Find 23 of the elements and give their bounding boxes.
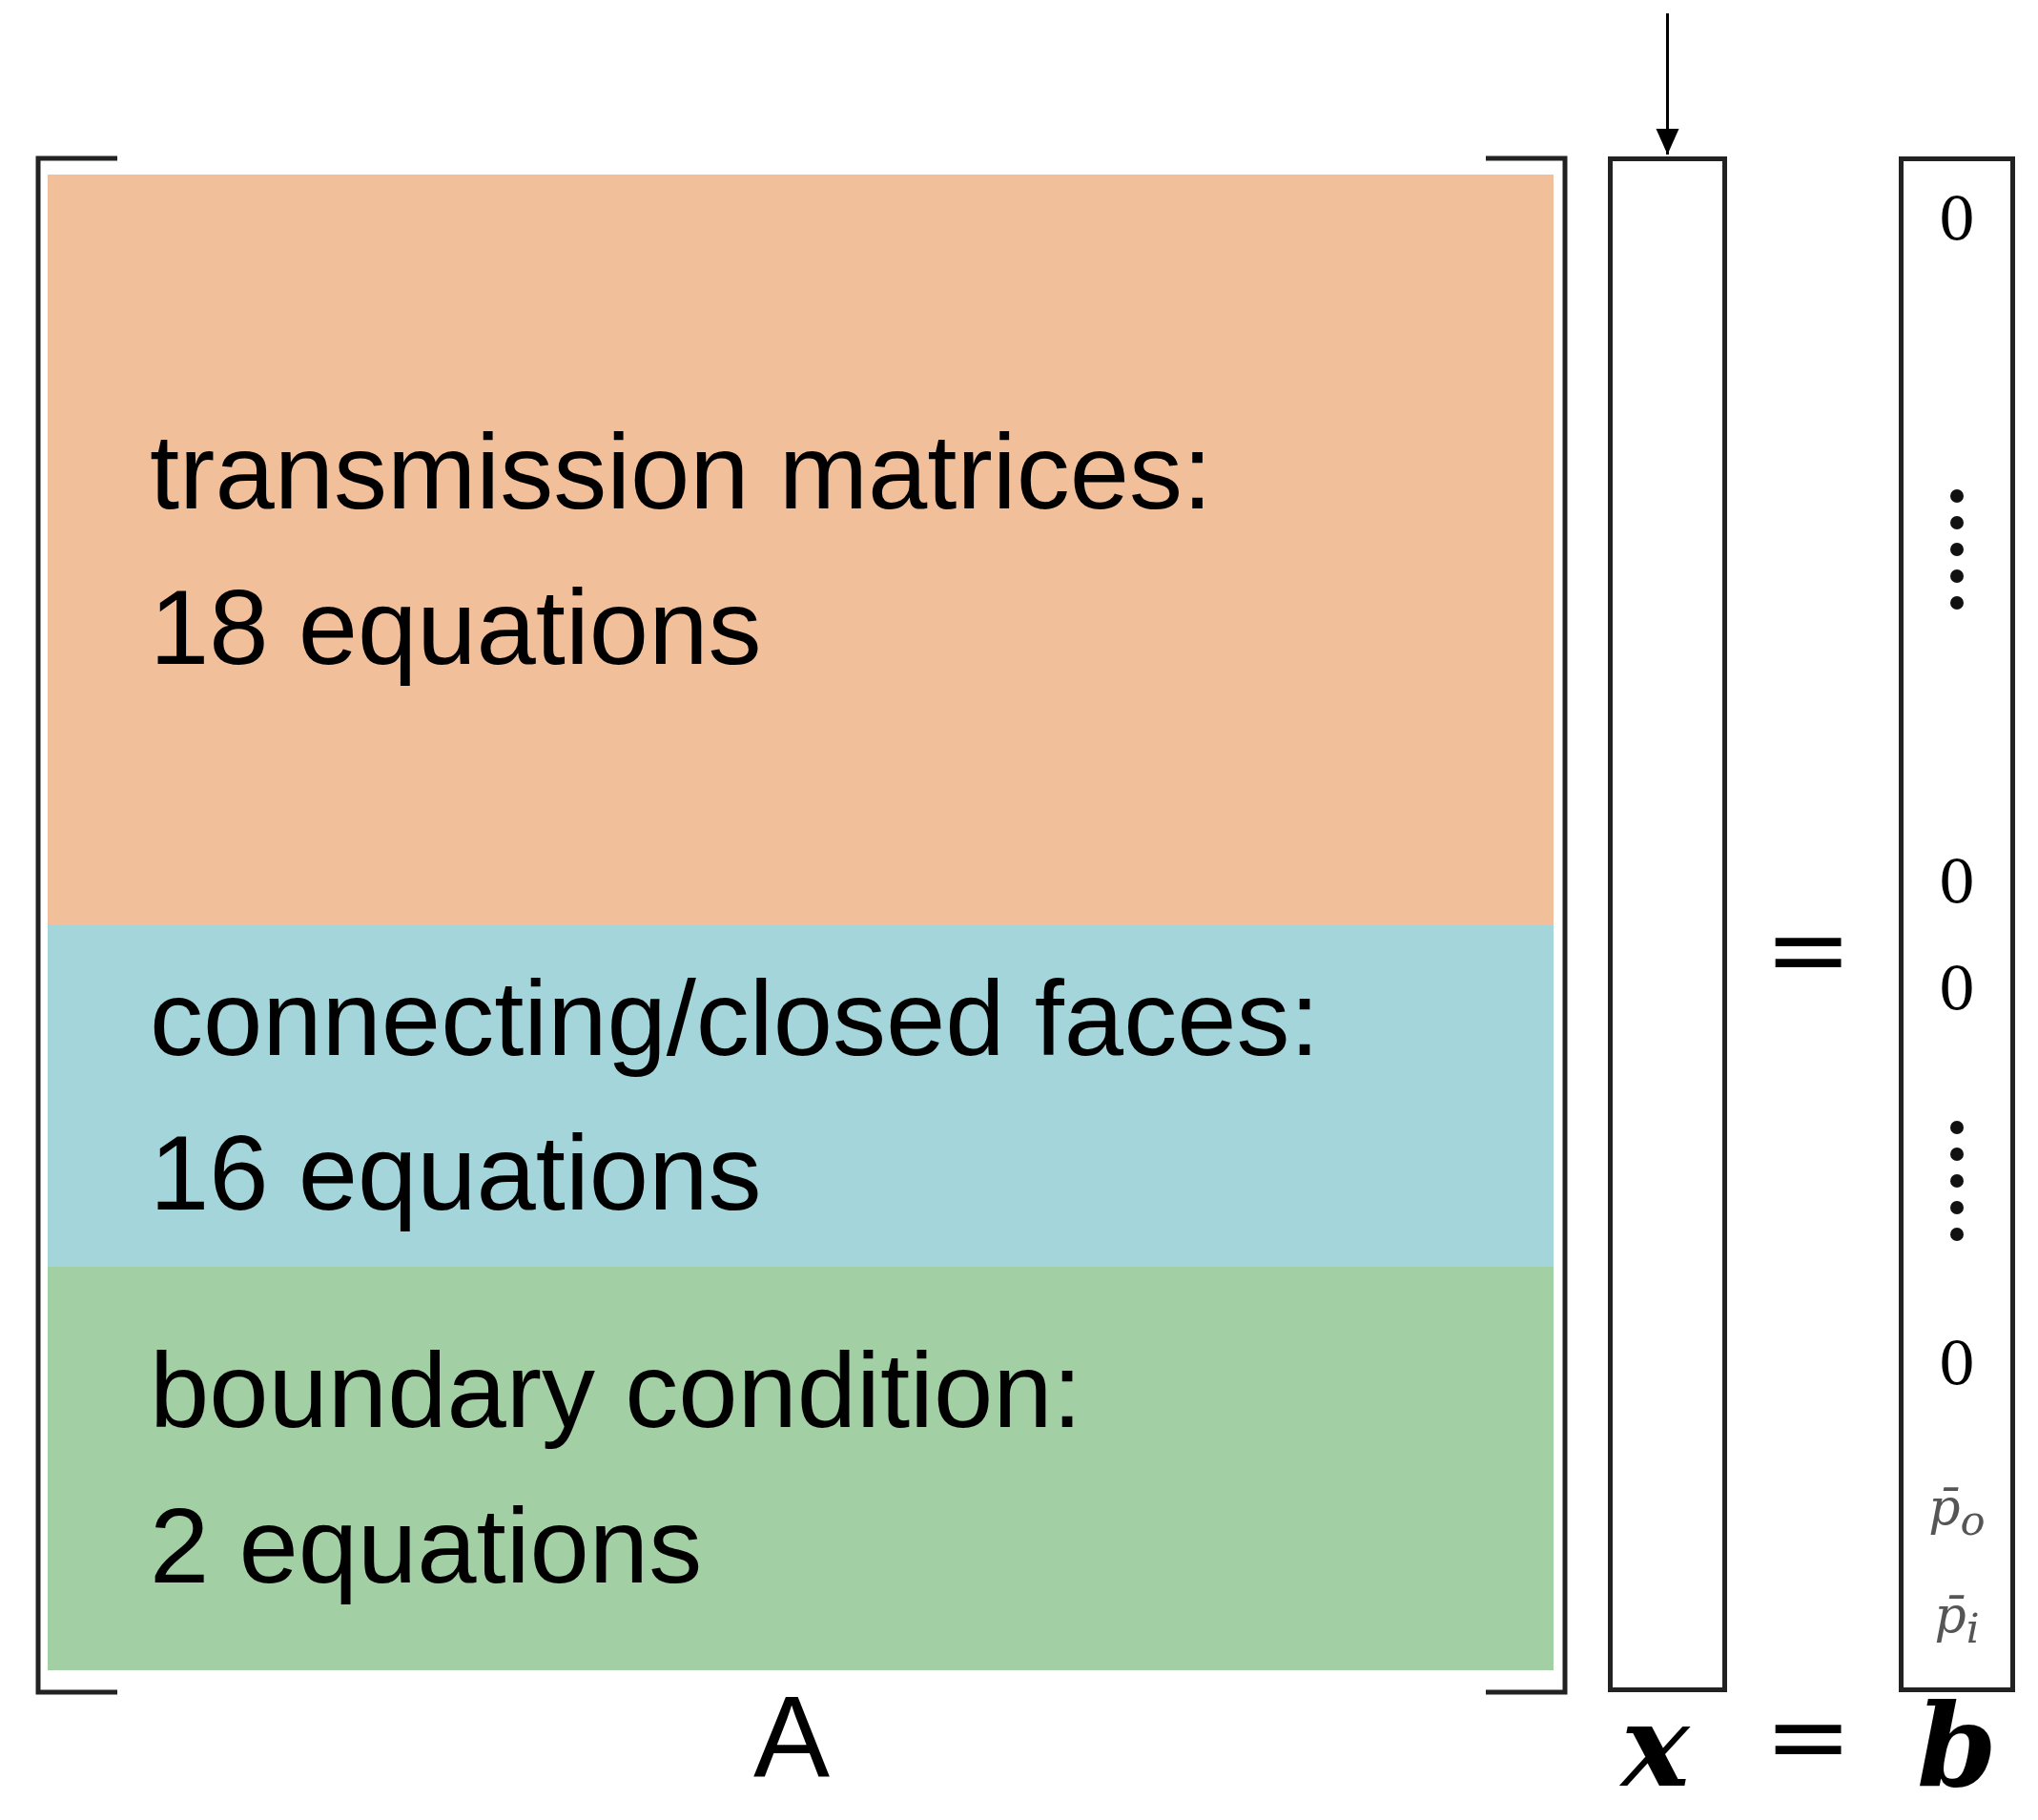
vector-entry: 0 xyxy=(1937,956,1977,1023)
equals-sign: = xyxy=(1764,897,1853,1002)
vector-entry: p̄$_{o}$ xyxy=(1927,1478,1987,1547)
vector-entry: 0 xyxy=(1937,186,1977,253)
matrix-symbol: A xyxy=(753,1679,831,1793)
vector-column xyxy=(1899,156,2015,1692)
vector-symbol: b xyxy=(1917,1688,1997,1803)
vector-entry: 0 xyxy=(1937,1331,1977,1397)
arrow xyxy=(1656,13,1679,155)
block-label: 2 equations xyxy=(150,1484,704,1607)
block-label: transmission matrices: xyxy=(150,411,1214,534)
matrix-block xyxy=(48,1267,1554,1670)
block-label: 18 equations xyxy=(150,566,763,689)
block-label: connecting/closed faces: xyxy=(150,957,1321,1080)
equals-sign: = xyxy=(1764,1684,1853,1789)
block-label: 16 equations xyxy=(150,1112,763,1234)
vector-entry: p̄$_{i}$ xyxy=(1933,1585,1981,1655)
block-label: boundary condition: xyxy=(150,1330,1083,1453)
vector-symbol: x xyxy=(1621,1688,1690,1803)
vector-entry: 0 xyxy=(1937,849,1977,916)
unknown-vector-column xyxy=(1608,156,1727,1692)
matrix-block xyxy=(48,925,1554,1267)
matrix-block xyxy=(48,175,1554,925)
